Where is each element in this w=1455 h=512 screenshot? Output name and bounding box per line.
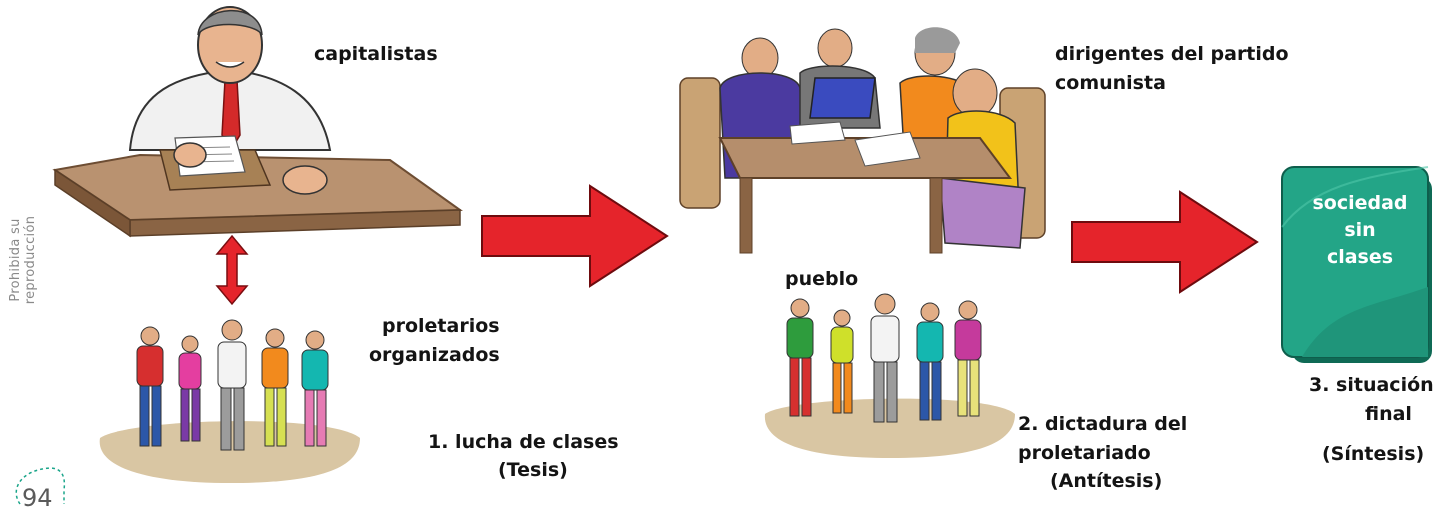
arrow-right-icon [481, 184, 669, 288]
label-dictadura-1: 2. dictadura del [1018, 413, 1188, 435]
label-antitesis: (Antítesis) [1050, 470, 1163, 492]
label-dirigentes-2: comunista [1055, 72, 1166, 94]
proletarians-group-illustration [99, 319, 360, 483]
box-line-2: sin [1344, 219, 1376, 241]
label-pueblo: pueblo [785, 268, 859, 290]
label-dictadura-2: proletariado [1018, 442, 1151, 464]
final-society-text: sociedad sin clases [1290, 190, 1430, 271]
people-group-illustration [764, 293, 1015, 458]
box-line-1: sociedad [1312, 192, 1408, 214]
page-number-badge [15, 467, 66, 505]
label-capitalistas: capitalistas [314, 43, 438, 65]
label-proletarios-1: proletarios [382, 315, 500, 337]
party-leaders-meeting-illustration [679, 27, 1046, 254]
final-society-box [1281, 166, 1432, 363]
label-proletarios-2: organizados [369, 344, 500, 366]
box-line-3: clases [1326, 246, 1394, 268]
double-arrow-icon [215, 234, 249, 306]
label-tesis: (Tesis) [498, 459, 568, 481]
label-situacion-2: final [1365, 403, 1412, 425]
label-sintesis: (Síntesis) [1322, 443, 1425, 465]
side-copyright-note: Prohibida su reproducción [8, 215, 38, 305]
arrow-right-icon [1071, 190, 1259, 294]
label-situacion-1: 3. situación [1309, 374, 1434, 396]
label-dirigentes-1: dirigentes del partido [1055, 43, 1289, 65]
label-lucha-de-clases: 1. lucha de clases [428, 431, 619, 453]
capitalist-at-desk-illustration [52, 6, 463, 238]
page-number: 94 [22, 484, 53, 512]
